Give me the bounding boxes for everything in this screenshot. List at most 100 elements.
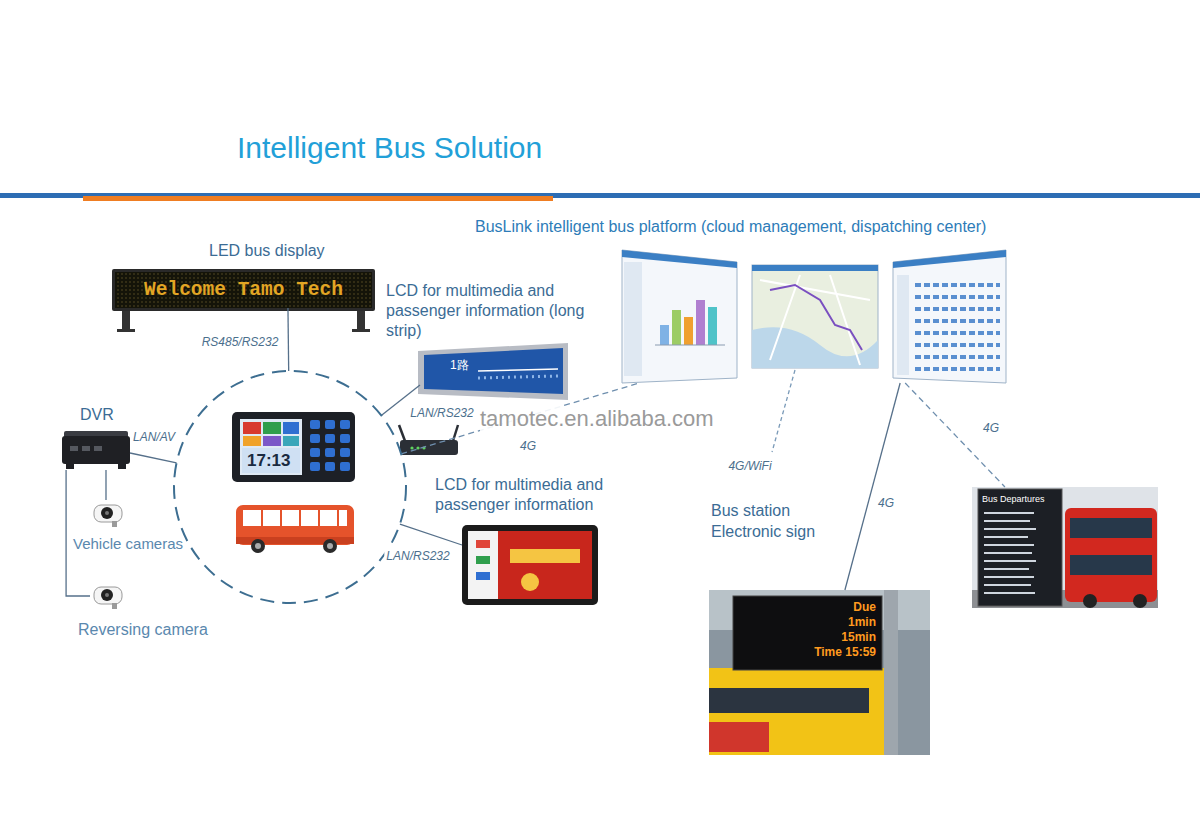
screenshot-sidebar [897,275,909,375]
link-label: LAN/AV [131,430,177,444]
button [310,434,320,443]
component-heading: Vehicle cameras [73,534,183,554]
photo-bus-windows [709,688,869,713]
screenshot-frame [752,265,878,368]
led-display: LED bus displayWelcome Tamo Tech [115,272,372,308]
camera-lens-glint [105,511,109,515]
router-body [400,440,458,455]
tablet-lcd: LCD for multimedia and passenger informa… [462,525,598,605]
button [325,462,335,471]
button [325,434,335,443]
connector-line [287,308,289,371]
cloud-platform: BusLink intelligent bus platform (cloud … [620,250,1008,383]
component-heading: LCD for multimedia and passenger informa… [435,475,640,515]
dvr-port [82,446,90,451]
schedule-row [915,331,1000,335]
schedule-row [915,307,1000,311]
sign-line: Time 15:59 [806,645,876,659]
photo-bus [1065,508,1157,602]
schedule-grid [915,285,1000,369]
tablet-body [462,525,598,605]
schedule-row [915,283,1000,287]
tablet-sidebar [468,531,498,599]
screen-tile [283,422,299,434]
divider [261,510,263,526]
strip-lcd: LCD for multimedia and passenger informa… [420,345,566,398]
dashed-circle [174,371,406,603]
chart-bar [708,307,717,345]
board-row [984,536,1028,538]
dvr-body [62,436,130,464]
button [310,462,320,471]
screen-tile [283,436,299,446]
board-row [984,592,1035,594]
camera-lens-glint [105,593,109,597]
bus-body [236,505,354,545]
connector-line [130,453,177,463]
link-label: LAN/RS232 [384,549,451,563]
dvr-foot [66,464,74,469]
button [340,420,350,429]
screenshot-frame [893,250,1006,383]
clock-reading: 17:13 [247,451,290,471]
tablet-advert [498,531,592,599]
tablet-icon [476,572,490,580]
station-sign-photo: Due1min15minTime 15:59 [709,590,930,755]
schedule-row [915,319,1000,323]
led-foot [352,329,370,332]
led-message: Welcome Tamo Tech [115,272,372,308]
led-foot [117,329,135,332]
map-roads [760,275,870,365]
router-light [410,446,413,449]
controller-screen [240,419,302,475]
connector-line [105,470,106,500]
chart-axis [655,345,725,346]
departure-board-photo: Bus Departures [972,487,1158,608]
schedule-row [915,295,1000,299]
board-row [984,520,1030,522]
dvr-port [94,446,102,451]
component-heading: LCD for multimedia and passenger informa… [386,281,591,341]
bus-wheel [251,539,265,553]
onboard-unit-circle: 17:13 [173,370,407,604]
chart-bar [660,325,669,345]
button [325,448,335,457]
screenshot-sidebar [624,262,642,376]
route-number: 1路 [450,358,469,372]
photo-bus-windows [1070,518,1152,538]
bus-wheel [323,539,337,553]
header-accent [83,196,553,201]
link-label: 4G [518,439,538,453]
vehicle-camera: Vehicle cameras [90,500,122,528]
photo-bus-windows [1070,555,1152,575]
button [340,448,350,457]
board-row [984,512,1034,514]
button [325,420,335,429]
bus-hub [327,543,333,549]
bus-hub [255,543,261,549]
router-light [416,446,419,449]
connector-line [845,383,900,590]
chart-bar [696,300,705,345]
divider [337,510,339,526]
router-antenna [399,425,405,441]
strip-screen [424,348,563,394]
button [340,434,350,443]
divider [299,510,301,526]
component-heading: LED bus display [209,241,325,261]
photo-sky [972,487,1158,608]
button [310,420,320,429]
reversing-camera: Reversing camera [90,582,122,610]
camera-mount [112,603,117,609]
photo-bus [709,668,889,755]
map-route [770,285,862,350]
screenshot-frame [622,250,737,383]
dvr-port [70,446,78,451]
tablet-icon [476,540,490,548]
link-label: 4G [981,421,1001,435]
board-row [984,568,1029,570]
screenshot-header [752,265,878,271]
camera-body [94,505,122,522]
controller-body [232,412,355,482]
screenshot-header [893,250,1006,268]
